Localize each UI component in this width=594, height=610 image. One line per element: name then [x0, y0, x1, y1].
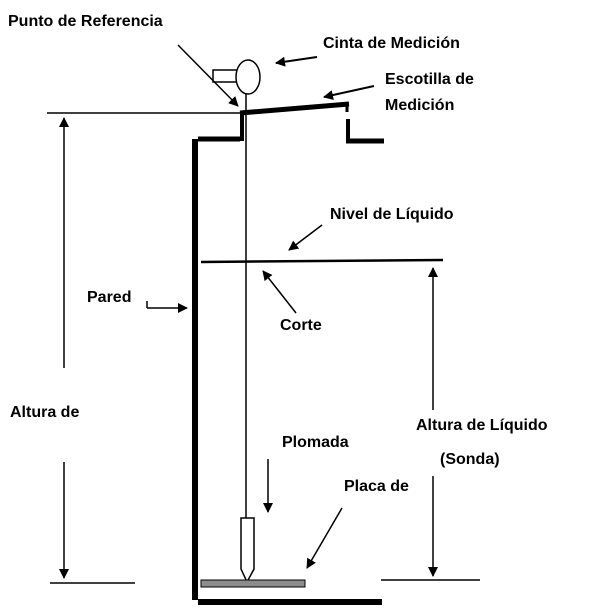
hatch-lid: [239, 101, 350, 116]
height-left-label: Altura de: [10, 404, 80, 421]
reference-point-label: Punto de Referencia: [8, 13, 163, 30]
datum-plate: [200, 579, 306, 588]
liquid-level-arrow: [288, 224, 323, 251]
liquid-level-label: Nivel de Líquido: [330, 206, 454, 223]
reference-point-arrow: [177, 44, 239, 107]
liquid-height-label: Altura de Líquido: [416, 417, 548, 434]
sounding-label: (Sonda): [440, 451, 500, 468]
tape-reel: [235, 59, 261, 95]
datum-plate-arrow: [306, 507, 343, 569]
gauge-tape-label: Cinta de Medición: [323, 35, 460, 52]
cut-label: Corte: [280, 317, 322, 334]
gauge-hatch-label-line2: Medición: [385, 97, 455, 114]
datum-plate-label: Placa de: [344, 478, 409, 495]
plumb-bob: [240, 517, 255, 584]
cut-arrow: [262, 270, 297, 314]
gauge-tape-arrow: [275, 56, 318, 67]
gauge-hatch-arrow: [323, 85, 375, 100]
gauge-hatch-label-line1: Escotilla de: [385, 71, 474, 88]
plumb-bob-label: Plomada: [282, 434, 349, 451]
wall-label: Pared: [87, 289, 132, 306]
tape-reel-handle: [212, 69, 238, 83]
liquid-level-line: [200, 258, 444, 264]
